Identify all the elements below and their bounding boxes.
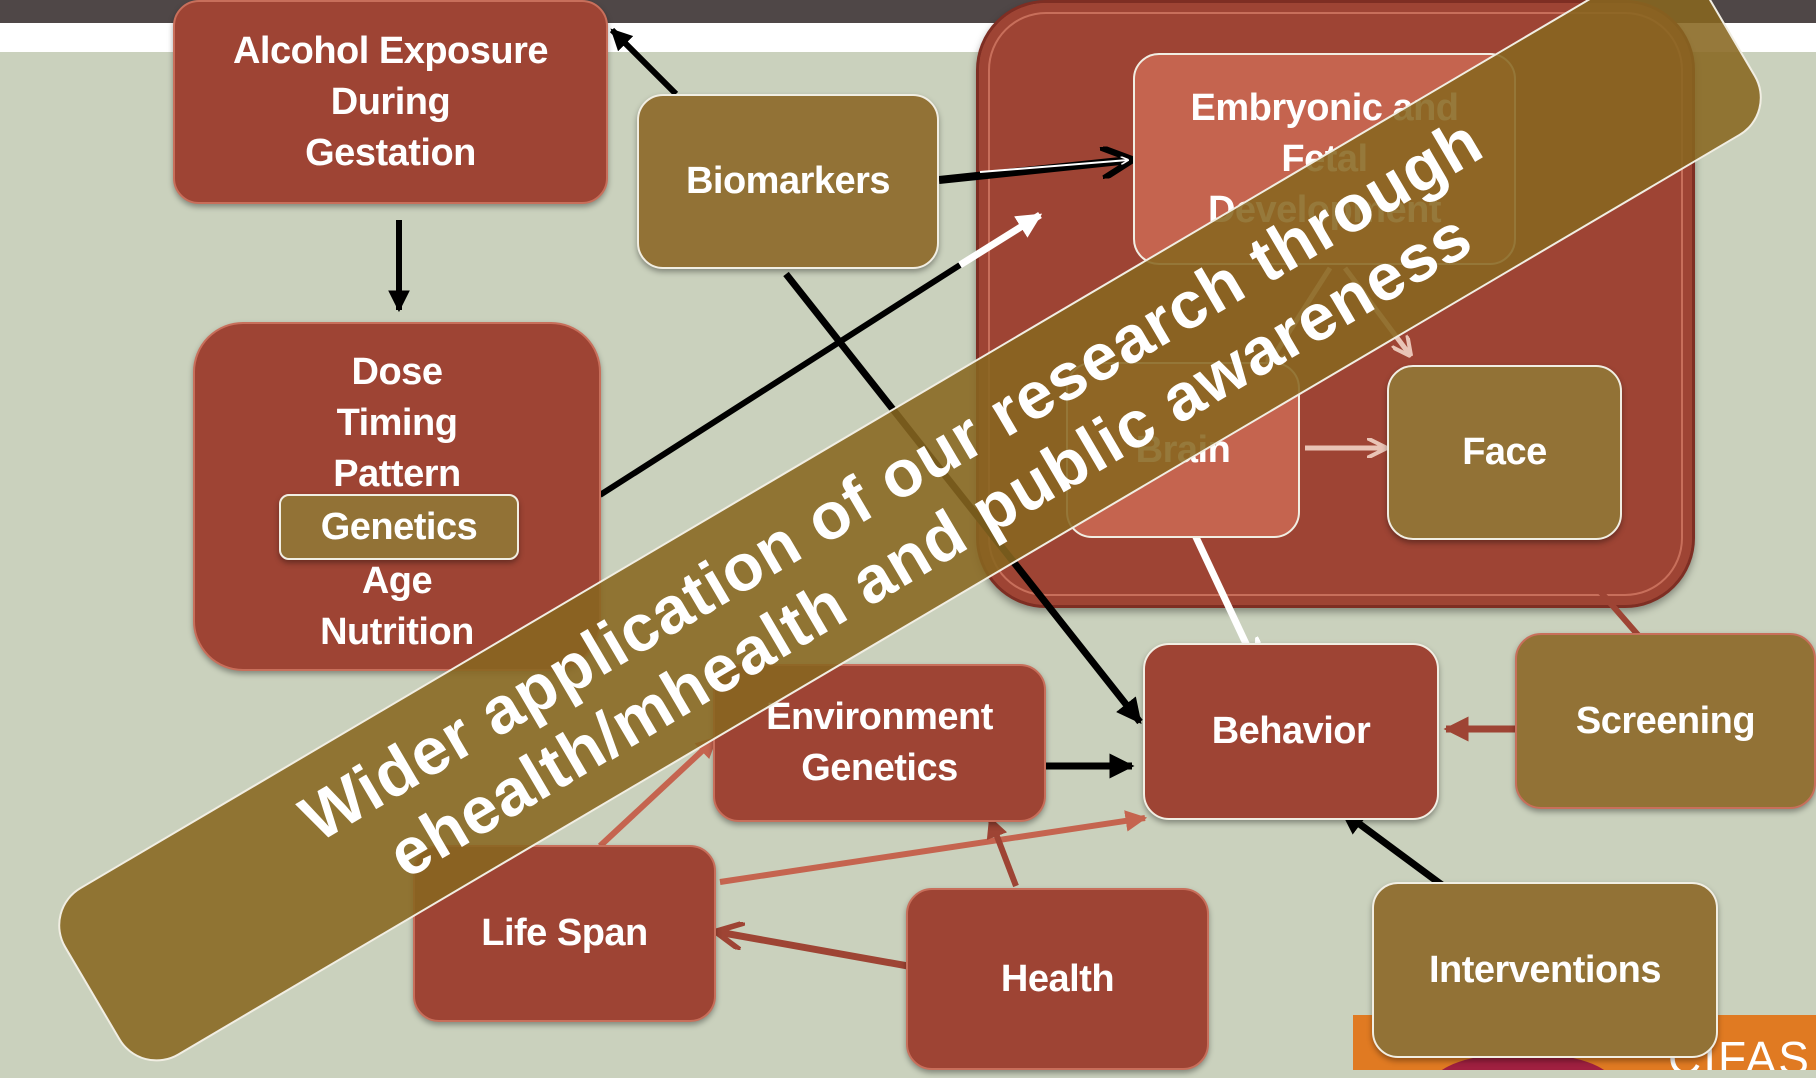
screening-box: Screening xyxy=(1515,633,1816,809)
genetics-box: Genetics xyxy=(279,494,519,560)
biomarkers-box: Biomarkers xyxy=(637,94,939,269)
health-box: Health xyxy=(906,888,1209,1070)
dose-line-2: Timing xyxy=(336,402,458,444)
dose-line-nutrition: Nutrition xyxy=(320,611,474,653)
alcohol-exposure-line-3: Gestation xyxy=(305,131,476,174)
dose-line-3: Pattern xyxy=(333,453,461,495)
life-span-label: Life Span xyxy=(481,912,648,954)
health-label: Health xyxy=(1000,957,1115,1000)
arrow-health-to-lifespan xyxy=(718,932,909,970)
environment-line-1: Environment xyxy=(766,696,993,738)
alcohol-exposure-line-1: Alcohol Exposure xyxy=(232,29,549,72)
arrow-biomarkers-to-alcohol xyxy=(609,27,679,97)
arrow-health-to-environment xyxy=(986,815,1019,888)
arrow-biomarkers-to-embryonic xyxy=(938,160,1130,184)
environment-line-2: Genetics xyxy=(801,747,958,789)
arrow-lifespan-to-environment xyxy=(597,735,719,849)
screening-label: Screening xyxy=(1575,699,1756,742)
arrow-dose-to-embryonic xyxy=(598,212,1043,498)
dose-line-1: Dose xyxy=(351,351,443,393)
dose-line-age: Age xyxy=(361,560,433,602)
arrow-lifespan-to-behavior xyxy=(719,810,1148,885)
alcohol-exposure-line-2: During xyxy=(330,80,451,123)
behavior-box: Behavior xyxy=(1143,643,1439,820)
face-label: Face xyxy=(1462,431,1547,473)
arrow-screening-to-face xyxy=(1542,526,1648,645)
arrow-interventions-to-behavior xyxy=(1339,808,1449,891)
face-box: Face xyxy=(1387,365,1622,540)
behavior-label: Behavior xyxy=(1211,710,1371,752)
interventions-box: Interventions xyxy=(1372,882,1718,1058)
genetics-label: Genetics xyxy=(320,505,478,548)
biomarkers-label: Biomarkers xyxy=(685,160,891,202)
interventions-label: Interventions xyxy=(1428,948,1662,991)
